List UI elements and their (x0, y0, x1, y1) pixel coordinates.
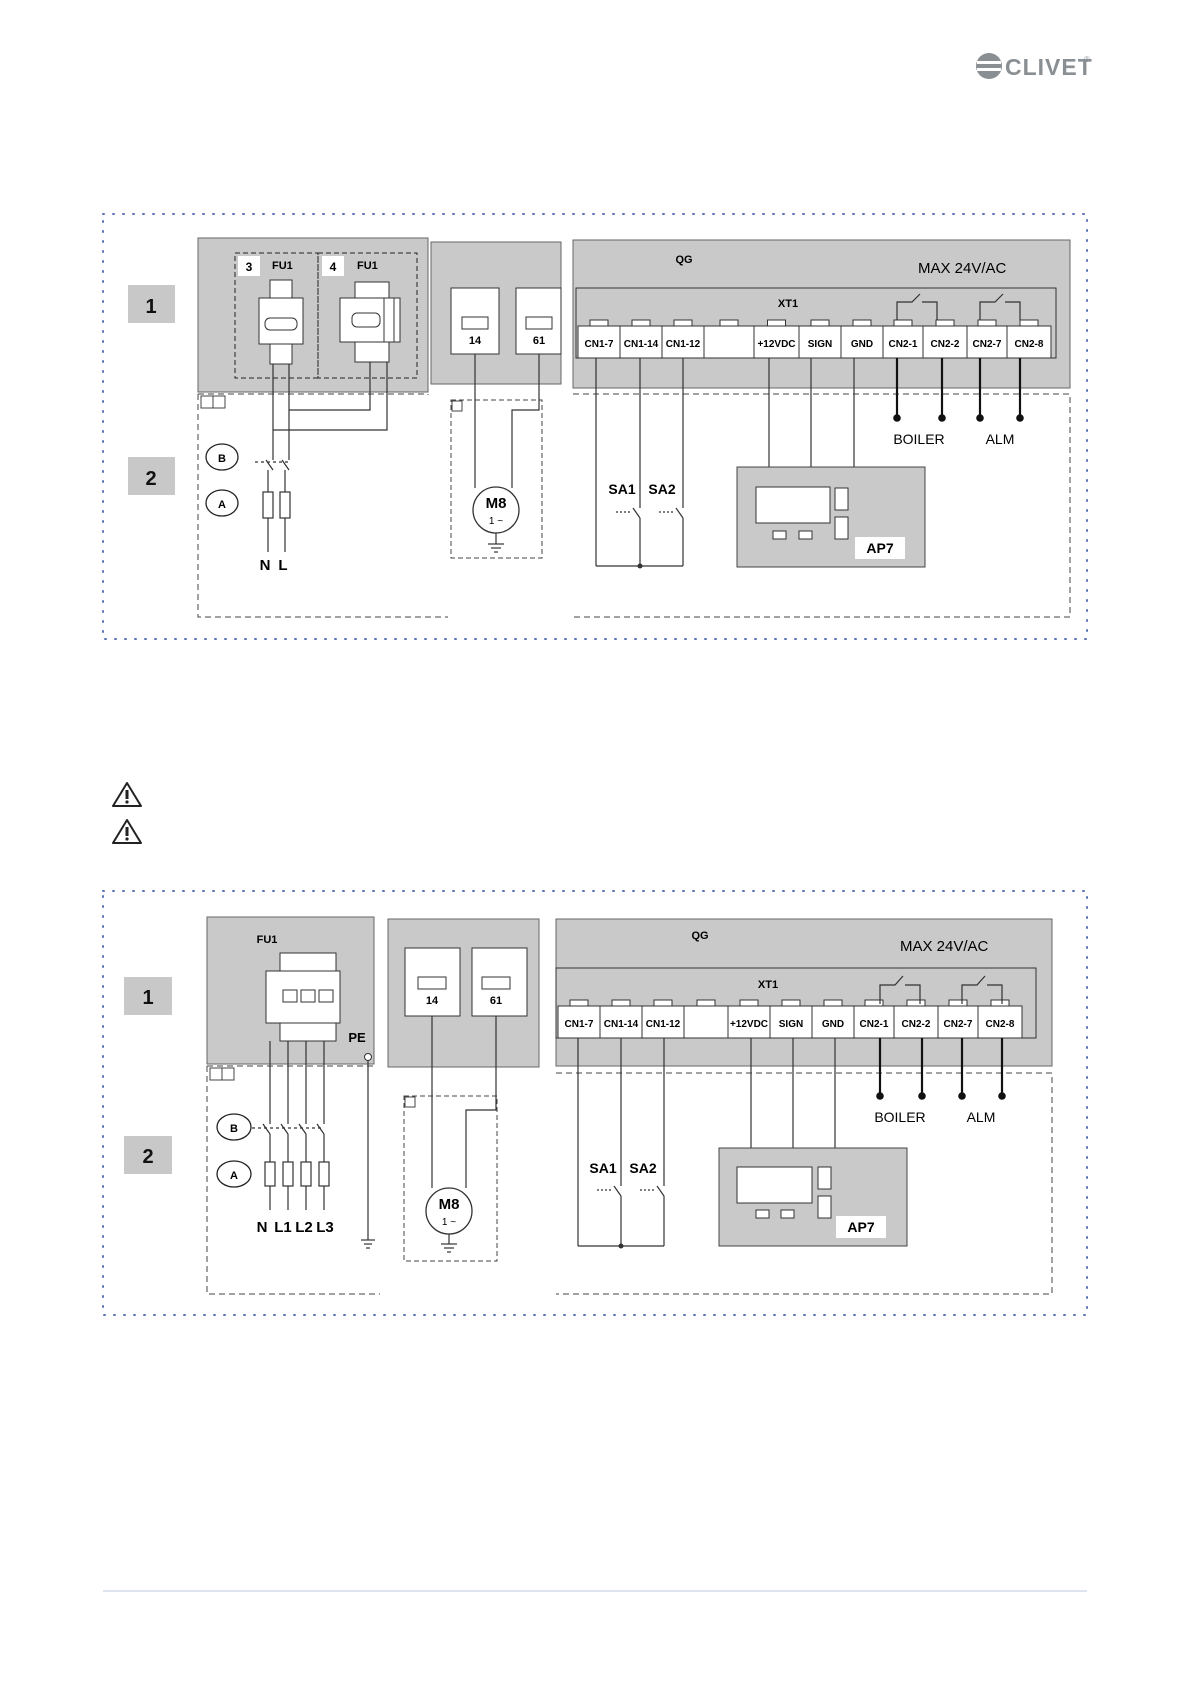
terminal-label: CN2-2 (902, 1019, 931, 1030)
terminal-61-label: 61 (490, 995, 502, 1007)
max-voltage-label: MAX 24V/AC (900, 938, 989, 955)
sa-wiring (578, 1038, 664, 1246)
circle-b-label: B (218, 453, 226, 465)
circle-b-label: B (230, 1123, 238, 1135)
terminal-label: SIGN (779, 1019, 803, 1030)
terminal-block (704, 326, 754, 358)
line-label-l2: L2 (295, 1219, 313, 1236)
terminal-label: CN2-7 (973, 339, 1002, 350)
wiring-diagram-single-phase: 1 2 3 FU1 4 FU1 14 (103, 214, 1087, 639)
terminal-label: +12VDC (730, 1019, 768, 1030)
line-label-l1: L1 (274, 1219, 292, 1236)
fuse-box-4-label: 4 (330, 260, 337, 274)
terminal-label: CN2-2 (931, 339, 960, 350)
terminal-label: CN2-8 (1015, 339, 1044, 350)
pe-label: PE (348, 1030, 366, 1045)
terminal-label: CN1-12 (666, 339, 701, 350)
power-wiring (252, 1041, 375, 1248)
motor-sub-label: 1 ~ (442, 1217, 456, 1228)
terminal-label: CN1-14 (604, 1019, 639, 1030)
fuse-box-3-label: 3 (246, 260, 253, 274)
xt1-terminal-strip: CN1-7 CN1-14 CN1-12 +12VDC SIGN GND CN2-1 CN2-2… (578, 320, 1051, 358)
motor-label: M8 (439, 1196, 460, 1213)
line-label-n: N (260, 557, 271, 574)
terminal-label: GND (822, 1019, 844, 1030)
logo-emblem-icon (976, 53, 1002, 79)
row-label-1: 1 (145, 296, 156, 318)
alm-label: ALM (986, 431, 1015, 447)
fu1-label-b: FU1 (357, 260, 378, 272)
boiler-label: BOILER (893, 431, 944, 447)
line-label-l3: L3 (316, 1219, 334, 1236)
sa1-label: SA1 (589, 1160, 616, 1176)
sa1-label: SA1 (608, 481, 635, 497)
line-label-n: N (257, 1219, 268, 1236)
logo-text: CLIVET (1005, 54, 1093, 80)
line-label-l: L (278, 557, 287, 574)
motor-sub-label: 1 ~ (489, 516, 503, 527)
qg-label: QG (675, 254, 692, 266)
terminal-block (684, 1006, 728, 1038)
pe-terminal-icon (365, 1054, 372, 1061)
terminal-label: CN2-1 (889, 339, 918, 350)
sa2-label: SA2 (648, 481, 675, 497)
row-label-2: 2 (145, 468, 156, 490)
fu1-label: FU1 (257, 934, 278, 946)
ap7-label: AP7 (847, 1219, 874, 1235)
terminal-label: CN1-7 (565, 1019, 594, 1030)
motor-label: M8 (486, 495, 507, 512)
clivet-logo: CLIVET ® (976, 53, 1093, 80)
terminal-14-label: 14 (469, 335, 482, 347)
terminal-label: CN2-8 (986, 1019, 1015, 1030)
circle-a-label: A (230, 1170, 238, 1182)
terminal-label: GND (851, 339, 873, 350)
terminal-label: CN2-1 (860, 1019, 889, 1030)
fu1-label-a: FU1 (272, 260, 293, 272)
row-label-1: 1 (142, 987, 153, 1009)
xt1-label: XT1 (778, 298, 798, 310)
terminal-label: SIGN (808, 339, 832, 350)
warning-triangle-icon (113, 783, 141, 806)
logo-trademark: ® (1084, 55, 1090, 64)
max-voltage-label: MAX 24V/AC (918, 260, 1007, 277)
terminal-label: +12VDC (757, 339, 795, 350)
terminal-14-label: 14 (426, 995, 439, 1007)
warning-icons (113, 783, 141, 843)
xt1-label: XT1 (758, 979, 778, 991)
motor-external-frame (404, 1096, 497, 1261)
terminal-label: CN1-14 (624, 339, 659, 350)
row-label-2: 2 (142, 1146, 153, 1168)
terminal-label: CN2-7 (944, 1019, 973, 1030)
terminal-label: CN1-12 (646, 1019, 681, 1030)
xt1-terminal-strip: CN1-7 CN1-14 CN1-12 +12VDC SIGN GND CN2-1 CN2-2… (558, 1000, 1022, 1038)
sa-wiring (596, 358, 683, 566)
wiring-diagram-three-phase: 1 2 FU1 PE 14 61 QG MAX 24V/AC XT1 CN1-7… (103, 891, 1087, 1315)
terminal-label: CN1-7 (585, 339, 614, 350)
warning-triangle-icon (113, 820, 141, 843)
ap7-label: AP7 (866, 540, 893, 556)
boiler-label: BOILER (874, 1109, 925, 1125)
ap7-display-icon (737, 1167, 812, 1203)
sa2-label: SA2 (629, 1160, 656, 1176)
qg-label: QG (691, 930, 708, 942)
terminal-61-label: 61 (533, 335, 545, 347)
ap7-display-icon (756, 487, 830, 523)
alm-label: ALM (967, 1109, 996, 1125)
circle-a-label: A (218, 499, 226, 511)
